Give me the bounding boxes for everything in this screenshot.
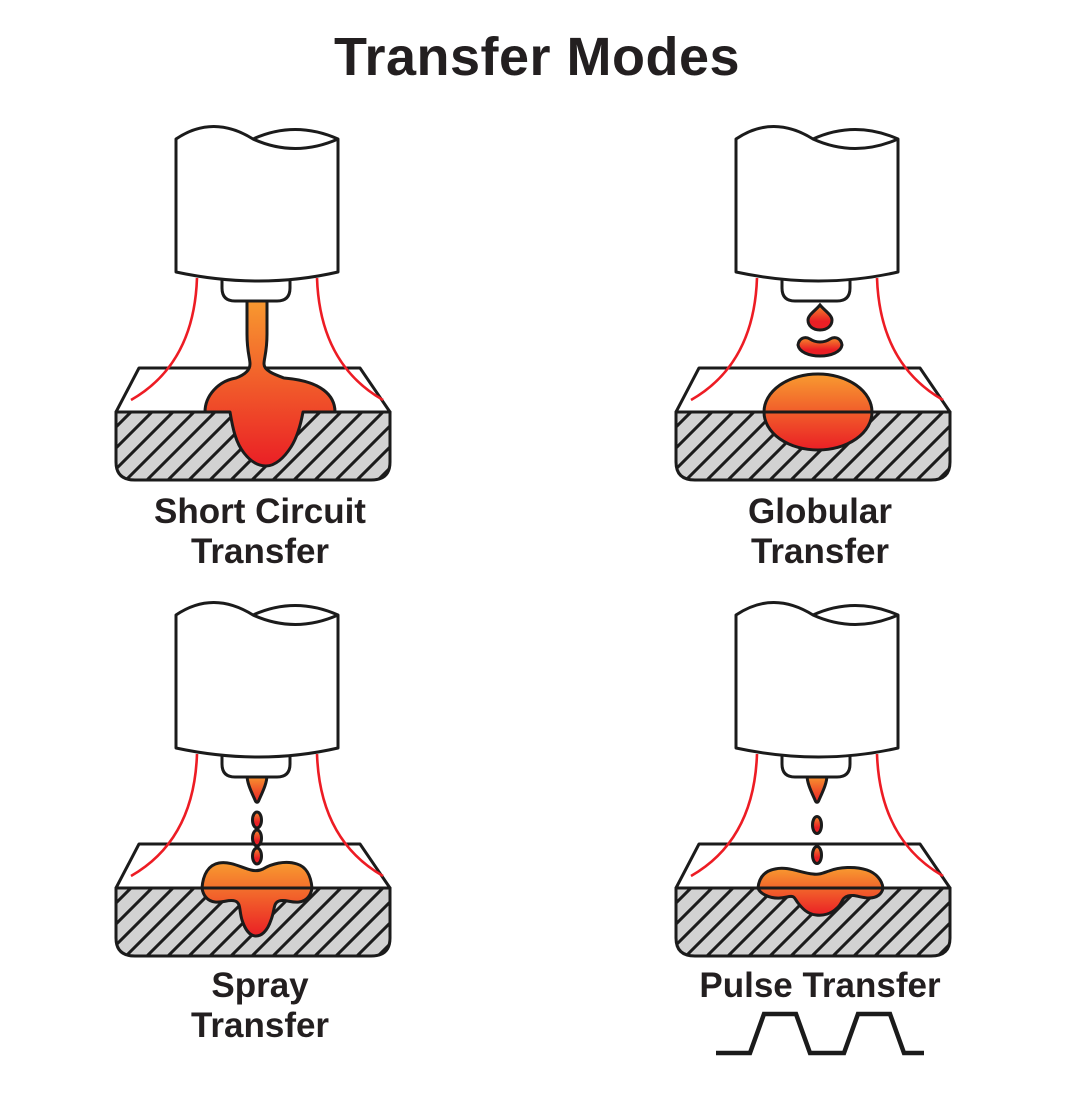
arc-line-left: [130, 753, 199, 878]
nozzle-top-rim: [252, 613, 339, 626]
caption-line: Transfer: [750, 532, 890, 571]
pulse-illustration: [674, 601, 952, 958]
panel-pulse: [655, 588, 985, 968]
workpiece: [674, 842, 952, 958]
nozzle-top-rim: [252, 137, 339, 150]
spray-cone: [245, 773, 269, 804]
molten-pool-short-circuit: [203, 296, 337, 468]
short-circuit-illustration: [114, 125, 392, 482]
droplet-glob: [796, 336, 844, 358]
workpiece: [114, 366, 392, 482]
arc-line-left: [690, 277, 759, 402]
arc-lines: [130, 277, 384, 402]
nozzle-body: [734, 125, 900, 283]
arc-line-left: [690, 753, 759, 878]
caption-line: Transfer: [190, 532, 330, 571]
nozzle: [734, 125, 900, 303]
caption-line: Short Circuit: [154, 492, 366, 531]
caption-spray: Spray Transfer: [95, 966, 425, 1046]
arc-lines: [690, 277, 944, 402]
caption-line: Spray: [211, 966, 309, 1005]
droplet-teardrop: [806, 302, 834, 332]
nozzle: [174, 601, 340, 779]
molten-pool-globular: [676, 372, 950, 452]
pulse-weld-pool: [756, 866, 885, 917]
nozzle: [734, 601, 900, 779]
spray-droplet: [251, 810, 263, 830]
nozzle-body: [734, 601, 900, 759]
nozzle-top-rim: [812, 137, 899, 150]
pulse-waveform-icon: [716, 1011, 924, 1056]
arc-lines: [130, 753, 384, 878]
arc-lines: [690, 753, 944, 878]
nozzle-body: [174, 601, 340, 759]
caption-pulse: Pulse Transfer: [655, 966, 985, 1006]
spray-droplet: [251, 846, 263, 866]
falling-droplets: [796, 302, 844, 358]
arc-line-right: [875, 277, 944, 402]
arc-line-left: [130, 277, 199, 402]
nozzle-top-rim: [812, 613, 899, 626]
molten-pool-pulse: [676, 866, 950, 917]
pulse-waveform-container: [655, 1006, 985, 1065]
caption-short-circuit: Short Circuit Transfer: [95, 492, 425, 572]
panel-globular: [655, 112, 985, 492]
page-title: Transfer Modes: [333, 27, 741, 87]
pulse-stream: [805, 773, 829, 865]
spray-cone: [805, 773, 829, 804]
panel-short-circuit: [95, 112, 425, 492]
panel-spray: [95, 588, 425, 968]
arc-line-right: [315, 753, 384, 878]
globular-illustration: [674, 125, 952, 482]
nozzle: [174, 125, 340, 303]
arc-line-right: [875, 753, 944, 878]
spray-droplet: [251, 828, 263, 848]
nozzle-body: [174, 125, 340, 283]
pulse-droplet: [811, 815, 823, 835]
wire-and-weld-pool: [203, 296, 337, 468]
caption-line: Transfer: [190, 1006, 330, 1045]
molten-pool-spray: [116, 860, 390, 938]
caption-line: Globular: [748, 492, 892, 531]
arc-line-right: [315, 277, 384, 402]
spray-weld-pool: [200, 860, 314, 938]
spray-stream: [245, 773, 269, 866]
caption-line: Pulse Transfer: [699, 966, 941, 1005]
spray-illustration: [114, 601, 392, 958]
caption-globular: Globular Transfer: [655, 492, 985, 572]
pulse-droplet: [811, 845, 823, 865]
